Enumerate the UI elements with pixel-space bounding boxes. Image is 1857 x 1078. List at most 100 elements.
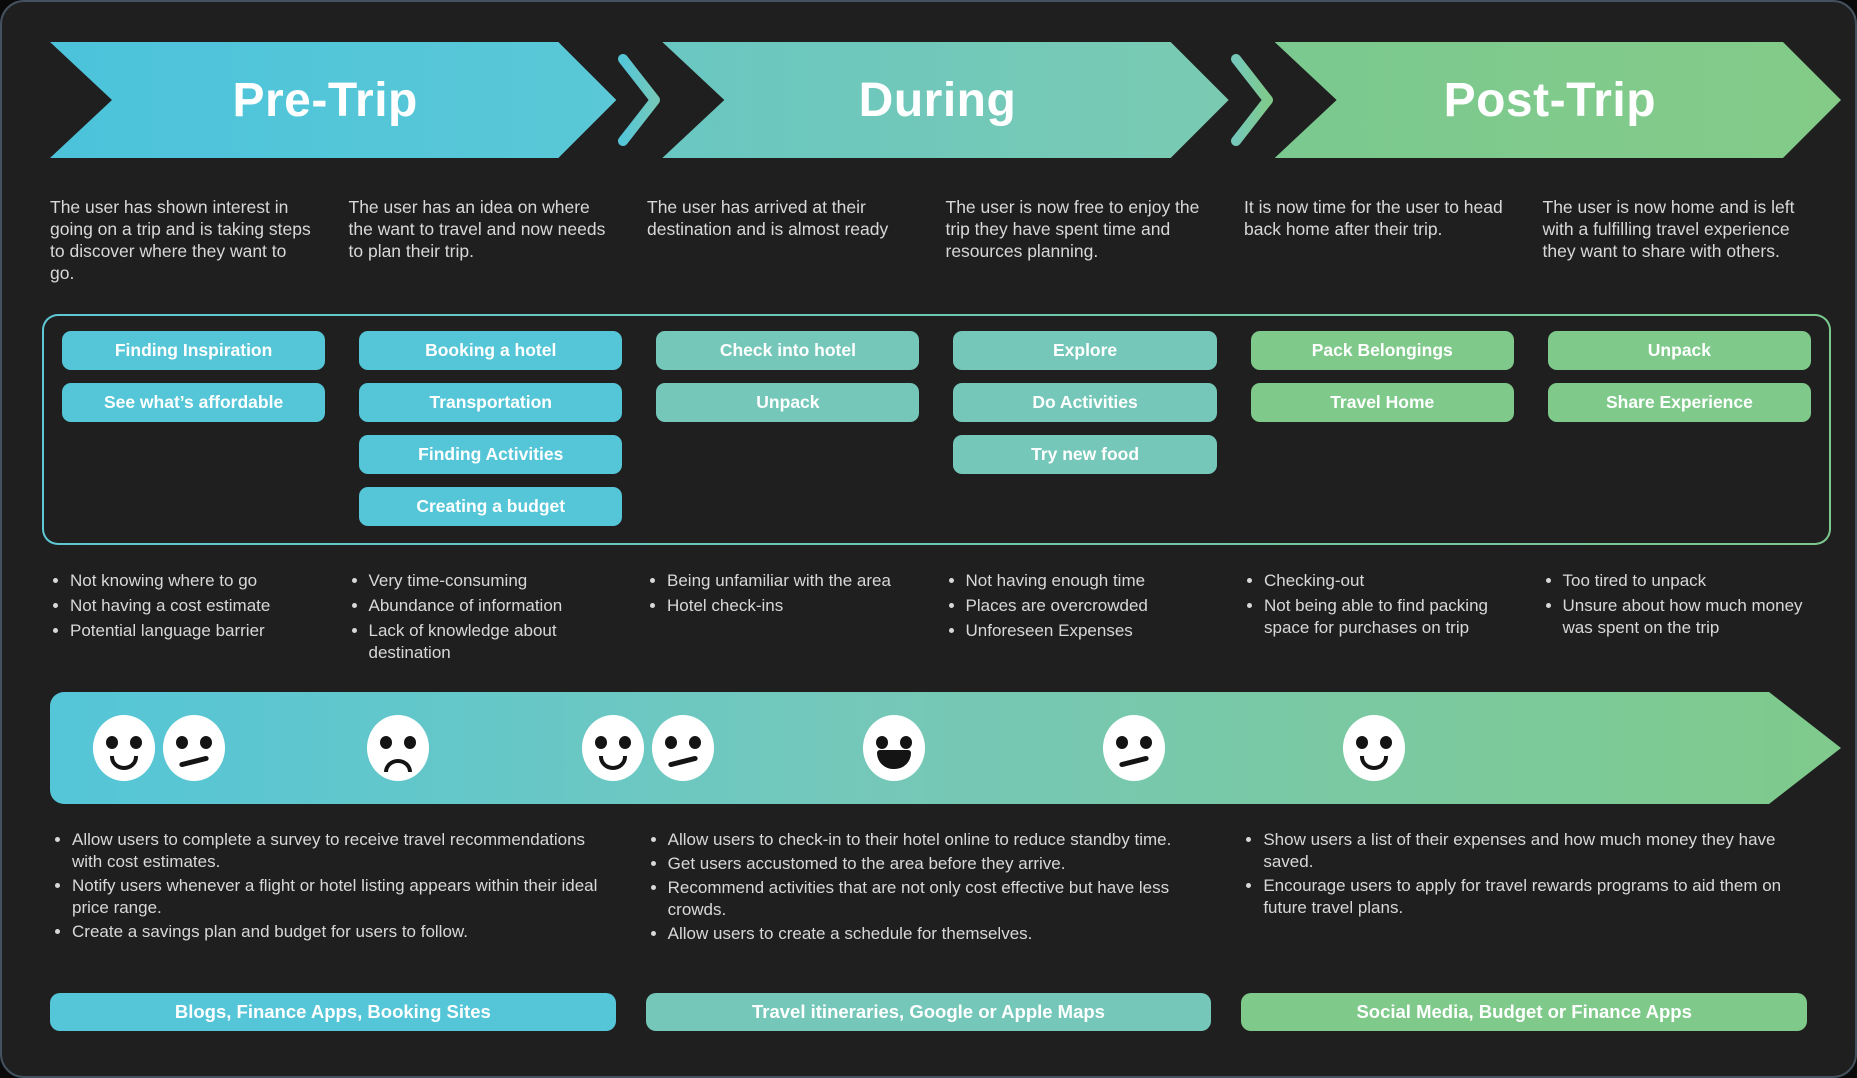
face-neutral-icon [163, 715, 225, 781]
eye [200, 736, 212, 749]
face-neutral-icon [1103, 715, 1165, 781]
phase-title: Post-Trip [1443, 73, 1657, 127]
action-chip: Unpack [656, 383, 920, 422]
actions-column: Booking a hotel Transportation Finding A… [359, 331, 623, 526]
actions-grid: Finding Inspiration See what’s affordabl… [44, 316, 1829, 543]
pain-item: Checking-out [1264, 570, 1509, 592]
actions-column: Pack Belongings Travel Home [1250, 331, 1514, 526]
eye [876, 736, 888, 749]
phase-description: The user has an idea on where the want t… [348, 197, 606, 261]
touchpoint-bar: Blogs, Finance Apps, Booking Sites [50, 993, 616, 1031]
eye [404, 736, 416, 749]
actions-column: Explore Do Activities Try new food [953, 331, 1217, 526]
face-sad-icon [367, 715, 429, 781]
opportunity-list: Allow users to check-in to their hotel o… [646, 829, 1212, 967]
eye [176, 736, 188, 749]
touchpoint-bar: Travel itineraries, Google or Apple Maps [645, 993, 1212, 1031]
phase-descriptions: The user has shown interest in going on … [50, 196, 1807, 288]
action-chip: Unpack [1547, 331, 1811, 370]
pain-list: Not having enough time Places are overcr… [946, 570, 1211, 667]
action-chip: Finding Inspiration [62, 331, 326, 370]
opportunity-item: Recommend activities that are not only c… [668, 877, 1212, 921]
phase-description: The user has arrived at their destinatio… [647, 197, 889, 239]
mouth [179, 755, 209, 767]
mouth [1119, 755, 1149, 767]
actions-box: Finding Inspiration See what’s affordabl… [42, 314, 1831, 545]
pain-item: Not knowing where to go [70, 570, 315, 592]
opportunity-item: Allow users to create a schedule for the… [668, 923, 1212, 945]
eye [619, 736, 631, 749]
phase-banners: Pre-Trip During Post-Trip [50, 42, 1841, 158]
opportunity-item: Allow users to complete a survey to rece… [72, 829, 616, 873]
actions-column: Unpack Share Experience [1547, 331, 1811, 526]
mouth [599, 756, 627, 770]
pain-item: Not having a cost estimate [70, 595, 315, 617]
eye [1116, 736, 1128, 749]
mouth [110, 756, 138, 770]
phase-title: Pre-Trip [232, 73, 418, 127]
phase-description: The user is now home and is left with a … [1542, 197, 1795, 261]
opportunity-item: Encourage users to apply for travel rewa… [1263, 875, 1807, 919]
pain-item: Lack of knowledge about destination [369, 620, 614, 664]
eye [106, 736, 118, 749]
opportunity-item: Get users accustomed to the area before … [668, 853, 1212, 875]
action-chip: Check into hotel [656, 331, 920, 370]
pain-list: Being unfamiliar with the area Hotel che… [647, 570, 912, 667]
action-chip: Do Activities [953, 383, 1217, 422]
opportunity-item: Allow users to check-in to their hotel o… [668, 829, 1212, 851]
mouth [1360, 756, 1388, 770]
pain-points: Not knowing where to go Not having a cos… [50, 570, 1807, 667]
action-chip: See what’s affordable [62, 383, 326, 422]
chevron-separator-icon [1230, 54, 1273, 146]
opportunity-item: Create a savings plan and budget for use… [72, 921, 616, 943]
pain-list: Not knowing where to go Not having a cos… [50, 570, 315, 667]
eye [665, 736, 677, 749]
actions-column: Finding Inspiration See what’s affordabl… [62, 331, 326, 526]
eye [130, 736, 142, 749]
eye [380, 736, 392, 749]
pain-item: Unforeseen Expenses [966, 620, 1211, 642]
face-grin-icon [863, 715, 925, 781]
touchpoints: Blogs, Finance Apps, Booking Sites Trave… [50, 993, 1807, 1031]
opportunity-item: Show users a list of their expenses and … [1263, 829, 1807, 873]
phase-description: It is now time for the user to head back… [1244, 197, 1503, 239]
face-happy-icon [582, 715, 644, 781]
pain-item: Being unfamiliar with the area [667, 570, 912, 592]
pain-item: Places are overcrowded [966, 595, 1211, 617]
opportunity-list: Allow users to complete a survey to rece… [50, 829, 616, 967]
action-chip: Booking a hotel [359, 331, 623, 370]
action-chip: Finding Activities [359, 435, 623, 474]
mouth [877, 750, 911, 769]
chevron-separator-icon [618, 54, 661, 146]
face-neutral-icon [652, 715, 714, 781]
pain-item: Unsure about how much money was spent on… [1563, 595, 1808, 639]
eye [1380, 736, 1392, 749]
banner-during: During [662, 42, 1228, 158]
eye [1356, 736, 1368, 749]
action-chip: Explore [953, 331, 1217, 370]
pain-list: Very time-consuming Abundance of informa… [349, 570, 614, 667]
opportunity-list: Show users a list of their expenses and … [1241, 829, 1807, 967]
phase-title: During [858, 73, 1017, 127]
pain-item: Very time-consuming [369, 570, 614, 592]
action-chip: Try new food [953, 435, 1217, 474]
pain-item: Abundance of information [369, 595, 614, 617]
pain-item: Not having enough time [966, 570, 1211, 592]
mouth [384, 759, 412, 772]
pain-list: Checking-out Not being able to find pack… [1244, 570, 1509, 667]
face-happy-icon [93, 715, 155, 781]
banner-post-trip: Post-Trip [1275, 42, 1841, 158]
phase-description: The user is now free to enjoy the trip t… [945, 197, 1200, 261]
eye [900, 736, 912, 749]
phase-description: The user has shown interest in going on … [50, 197, 311, 283]
action-chip: Travel Home [1250, 383, 1514, 422]
action-chip: Transportation [359, 383, 623, 422]
mouth [668, 755, 698, 767]
action-chip: Creating a budget [359, 487, 623, 526]
pain-item: Hotel check-ins [667, 595, 912, 617]
touchpoint-bar: Social Media, Budget or Finance Apps [1241, 993, 1807, 1031]
banner-pre-trip: Pre-Trip [50, 42, 616, 158]
action-chip: Pack Belongings [1250, 331, 1514, 370]
eye [689, 736, 701, 749]
